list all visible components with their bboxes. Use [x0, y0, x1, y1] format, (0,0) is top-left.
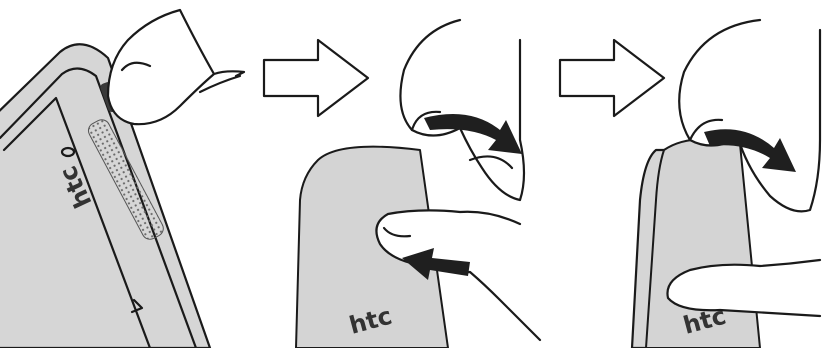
step-arrow-2 — [558, 38, 666, 118]
fingernail-line — [120, 61, 152, 72]
remove-arrow-icon — [704, 129, 796, 172]
finger-hand-icon — [106, 8, 246, 126]
step-2-panel: htc — [295, 18, 542, 348]
step-arrow-1 — [262, 38, 370, 118]
phone-body — [0, 43, 212, 348]
peel-arrow-icon — [424, 114, 522, 154]
front-camera-icon — [60, 146, 76, 158]
step-1-panel: htc — [0, 8, 246, 348]
phone-screen-outline — [2, 96, 152, 348]
speaker-grille — [87, 119, 164, 240]
phone-front-edge — [0, 67, 198, 348]
push-arrow-icon — [402, 248, 470, 280]
lower-hand-icon — [375, 209, 542, 342]
chevron-icon — [130, 298, 144, 314]
phone-back-cover — [295, 145, 449, 348]
step-3-panel: htc — [630, 18, 822, 348]
